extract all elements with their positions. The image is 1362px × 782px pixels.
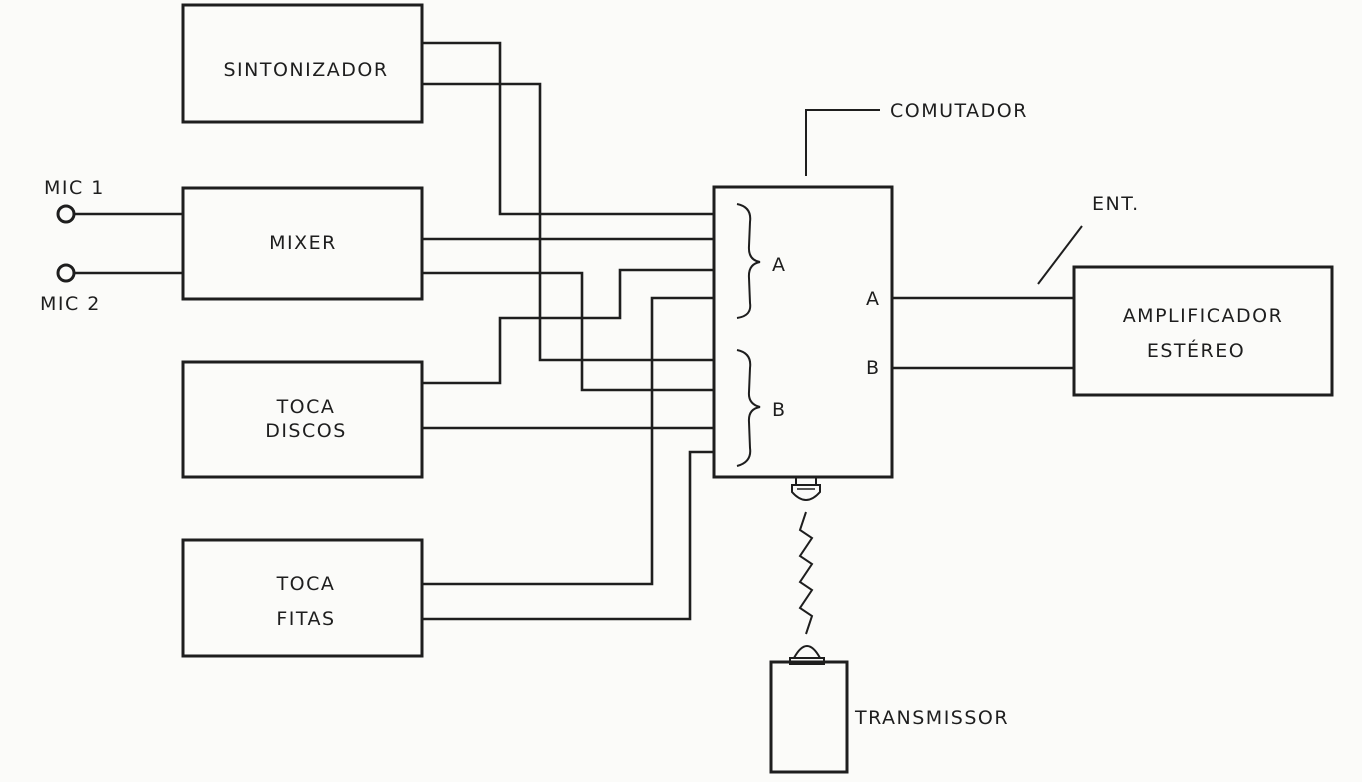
ent-label: ENT.: [1092, 193, 1140, 215]
output-b-label: B: [866, 357, 881, 379]
output-a-label: A: [866, 288, 881, 310]
ent-leader: [1037, 225, 1083, 285]
toca-fitas-label-1: TOCA: [276, 573, 336, 595]
toca-discos-box: [181, 360, 424, 479]
sintonizador-wire-a: [422, 41, 714, 216]
mic1-label: MIC 1: [44, 177, 105, 199]
group-b-brace: [736, 349, 761, 467]
amplificador-label-2: ESTÉREO: [1147, 339, 1245, 362]
comutador-box: [712, 185, 894, 479]
toca-discos-wire-a: [422, 268, 714, 385]
amplificador-label-1: AMPLIFICADOR: [1123, 305, 1284, 327]
mixer-label: MIXER: [269, 232, 337, 254]
sintonizador-box: [181, 3, 424, 124]
sintonizador-label: SINTONIZADOR: [223, 59, 388, 81]
toca-fitas-wire-a: [422, 296, 714, 586]
mic1-jack-icon: [56, 204, 76, 224]
toca-discos-label-1: TOCA: [276, 396, 336, 418]
toca-fitas-wire-b: [422, 450, 714, 621]
receiver-sensor-icon: [791, 476, 821, 501]
toca-fitas-box: [181, 538, 424, 658]
toca-fitas-label-2: FITAS: [276, 608, 335, 630]
group-a-brace: [736, 203, 761, 319]
mixer-box: [181, 186, 424, 301]
transmissor-box: [769, 660, 849, 774]
mic2-jack-icon: [56, 263, 76, 283]
infrared-signal-icon: [798, 511, 814, 635]
toca-discos-label-2: DISCOS: [265, 420, 347, 442]
comutador-leader: [805, 109, 880, 176]
comutador-label: COMUTADOR: [890, 100, 1028, 122]
sintonizador-wire-b: [422, 82, 714, 362]
transmissor-label: TRANSMISSOR: [854, 707, 1009, 729]
mic2-label: MIC 2: [40, 293, 101, 315]
group-a-label: A: [772, 254, 787, 276]
group-b-label: B: [772, 399, 787, 421]
mixer-wire-b: [422, 271, 714, 392]
amplificador-box: [1072, 265, 1334, 397]
